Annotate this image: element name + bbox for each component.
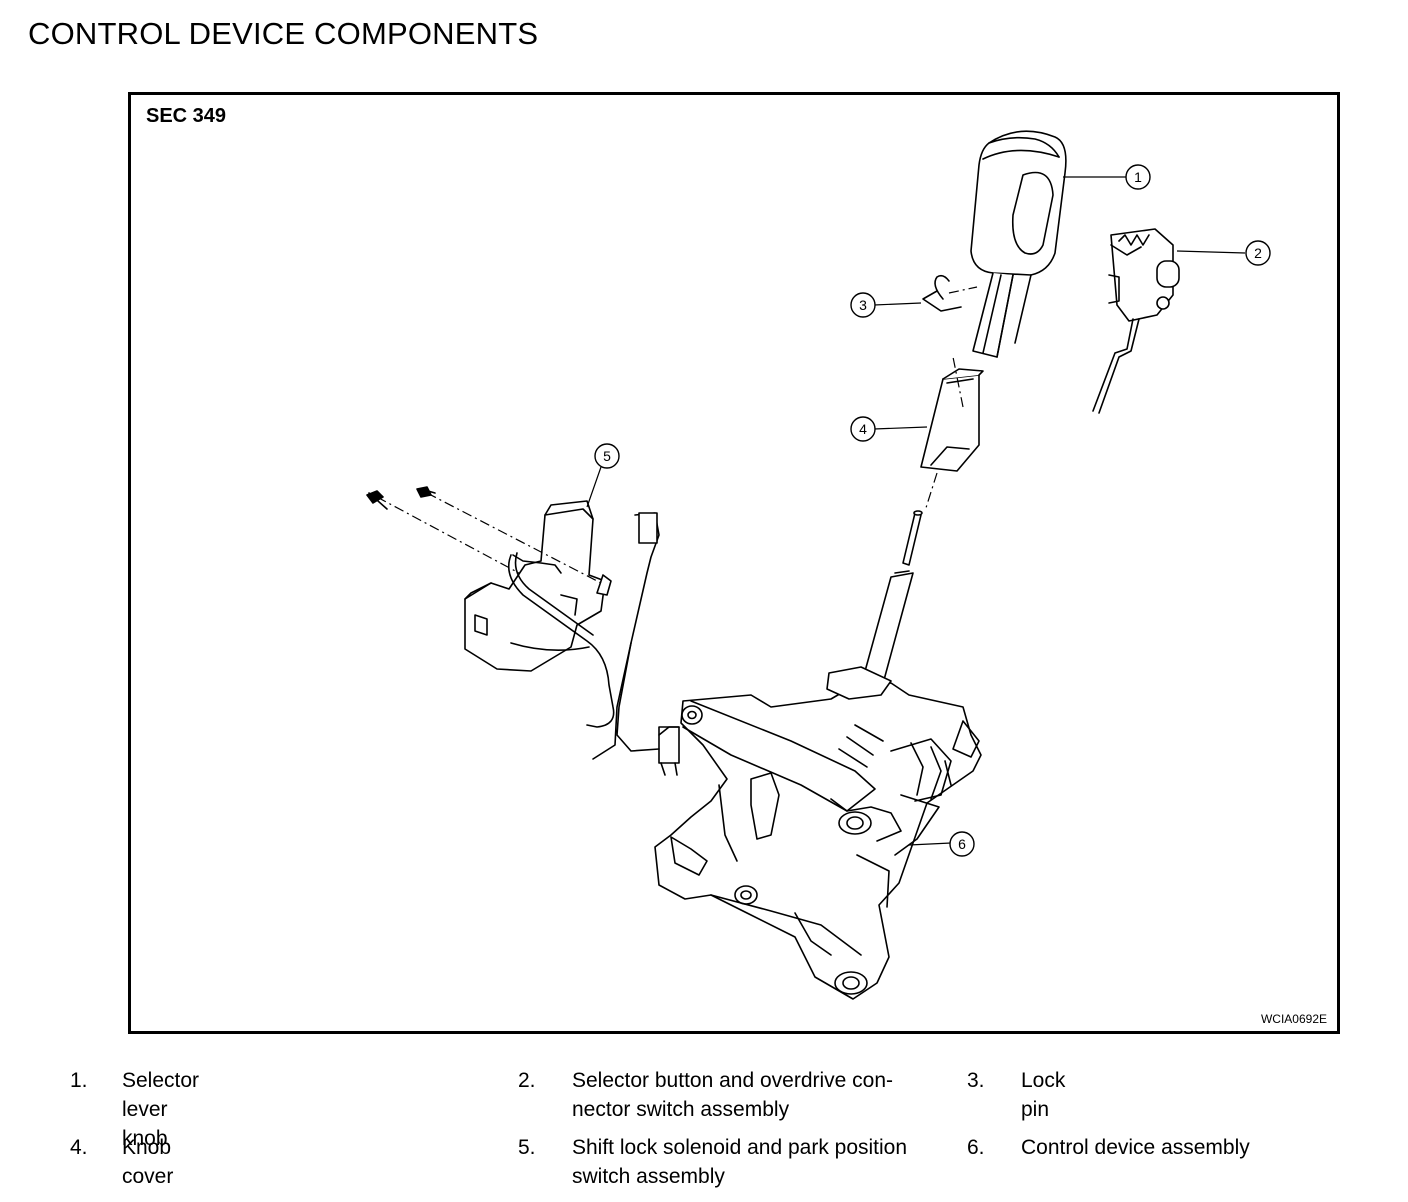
legend-number: 5. <box>518 1136 536 1159</box>
legend-text: Shift lock solenoid and park position sw… <box>572 1133 962 1191</box>
callout-4-label: 4 <box>859 421 867 437</box>
legend-text-line: Lock pin <box>1021 1069 1066 1121</box>
legend-text-line: switch assembly <box>572 1165 725 1188</box>
legend-text: Lock pin <box>1021 1066 1065 1124</box>
selector-rod-drawing <box>858 510 923 694</box>
legend-text-line: Knob cover <box>122 1136 174 1188</box>
callout-1 <box>1125 164 1151 190</box>
legend-text: Control device assembly <box>1021 1133 1361 1162</box>
selector-lever-knob-drawing <box>970 130 1067 358</box>
legend-number: 4. <box>70 1136 88 1159</box>
components-diagram: SEC 349 <box>128 92 1340 1034</box>
figure-code: WCIA0692E <box>1260 1012 1327 1026</box>
legend-number: 1. <box>70 1069 88 1092</box>
lock-pin-drawing <box>922 274 962 312</box>
legend-text: Knob cover <box>122 1133 173 1191</box>
callout-3 <box>850 292 876 318</box>
legend-text-line: Selector lever knob <box>122 1069 200 1150</box>
callout-2 <box>1245 240 1271 266</box>
callout-markers <box>594 164 1271 857</box>
callout-1-label: 1 <box>1134 169 1142 185</box>
selector-button-drawing <box>1092 228 1180 414</box>
callout-3-label: 3 <box>859 297 867 313</box>
callout-6-label: 6 <box>958 836 966 852</box>
callout-leaders <box>586 176 1246 846</box>
callout-4 <box>850 416 876 442</box>
shift-lock-solenoid-drawing <box>464 500 680 776</box>
legend-number: 2. <box>518 1069 536 1092</box>
callout-5-label: 5 <box>603 448 611 464</box>
legend-number: 6. <box>967 1136 985 1159</box>
legend-text-line: Selector button and overdrive con- <box>572 1069 894 1092</box>
section-code: SEC 349 <box>146 105 227 127</box>
screws-drawing <box>366 486 436 510</box>
legend-number: 3. <box>967 1069 985 1092</box>
assembly-dashed-lines <box>376 286 978 584</box>
knob-cover-drawing <box>920 368 984 472</box>
callout-5 <box>594 443 620 469</box>
control-device-assembly-drawing <box>654 666 982 1000</box>
legend-text: Selector button and overdrive con- necto… <box>572 1066 952 1124</box>
legend-text-line: nector switch assembly <box>572 1098 790 1121</box>
legend-text-line: Control device assembly <box>1021 1136 1250 1159</box>
callout-2-label: 2 <box>1254 245 1262 261</box>
page-title: CONTROL DEVICE COMPONENTS <box>28 16 539 51</box>
legend-text: Selector lever knob <box>122 1066 199 1153</box>
callout-6 <box>949 831 975 857</box>
legend-text-line: Shift lock solenoid and park position <box>572 1136 908 1159</box>
exploded-view-drawing: 1 2 3 4 5 6 <box>366 130 1271 1000</box>
